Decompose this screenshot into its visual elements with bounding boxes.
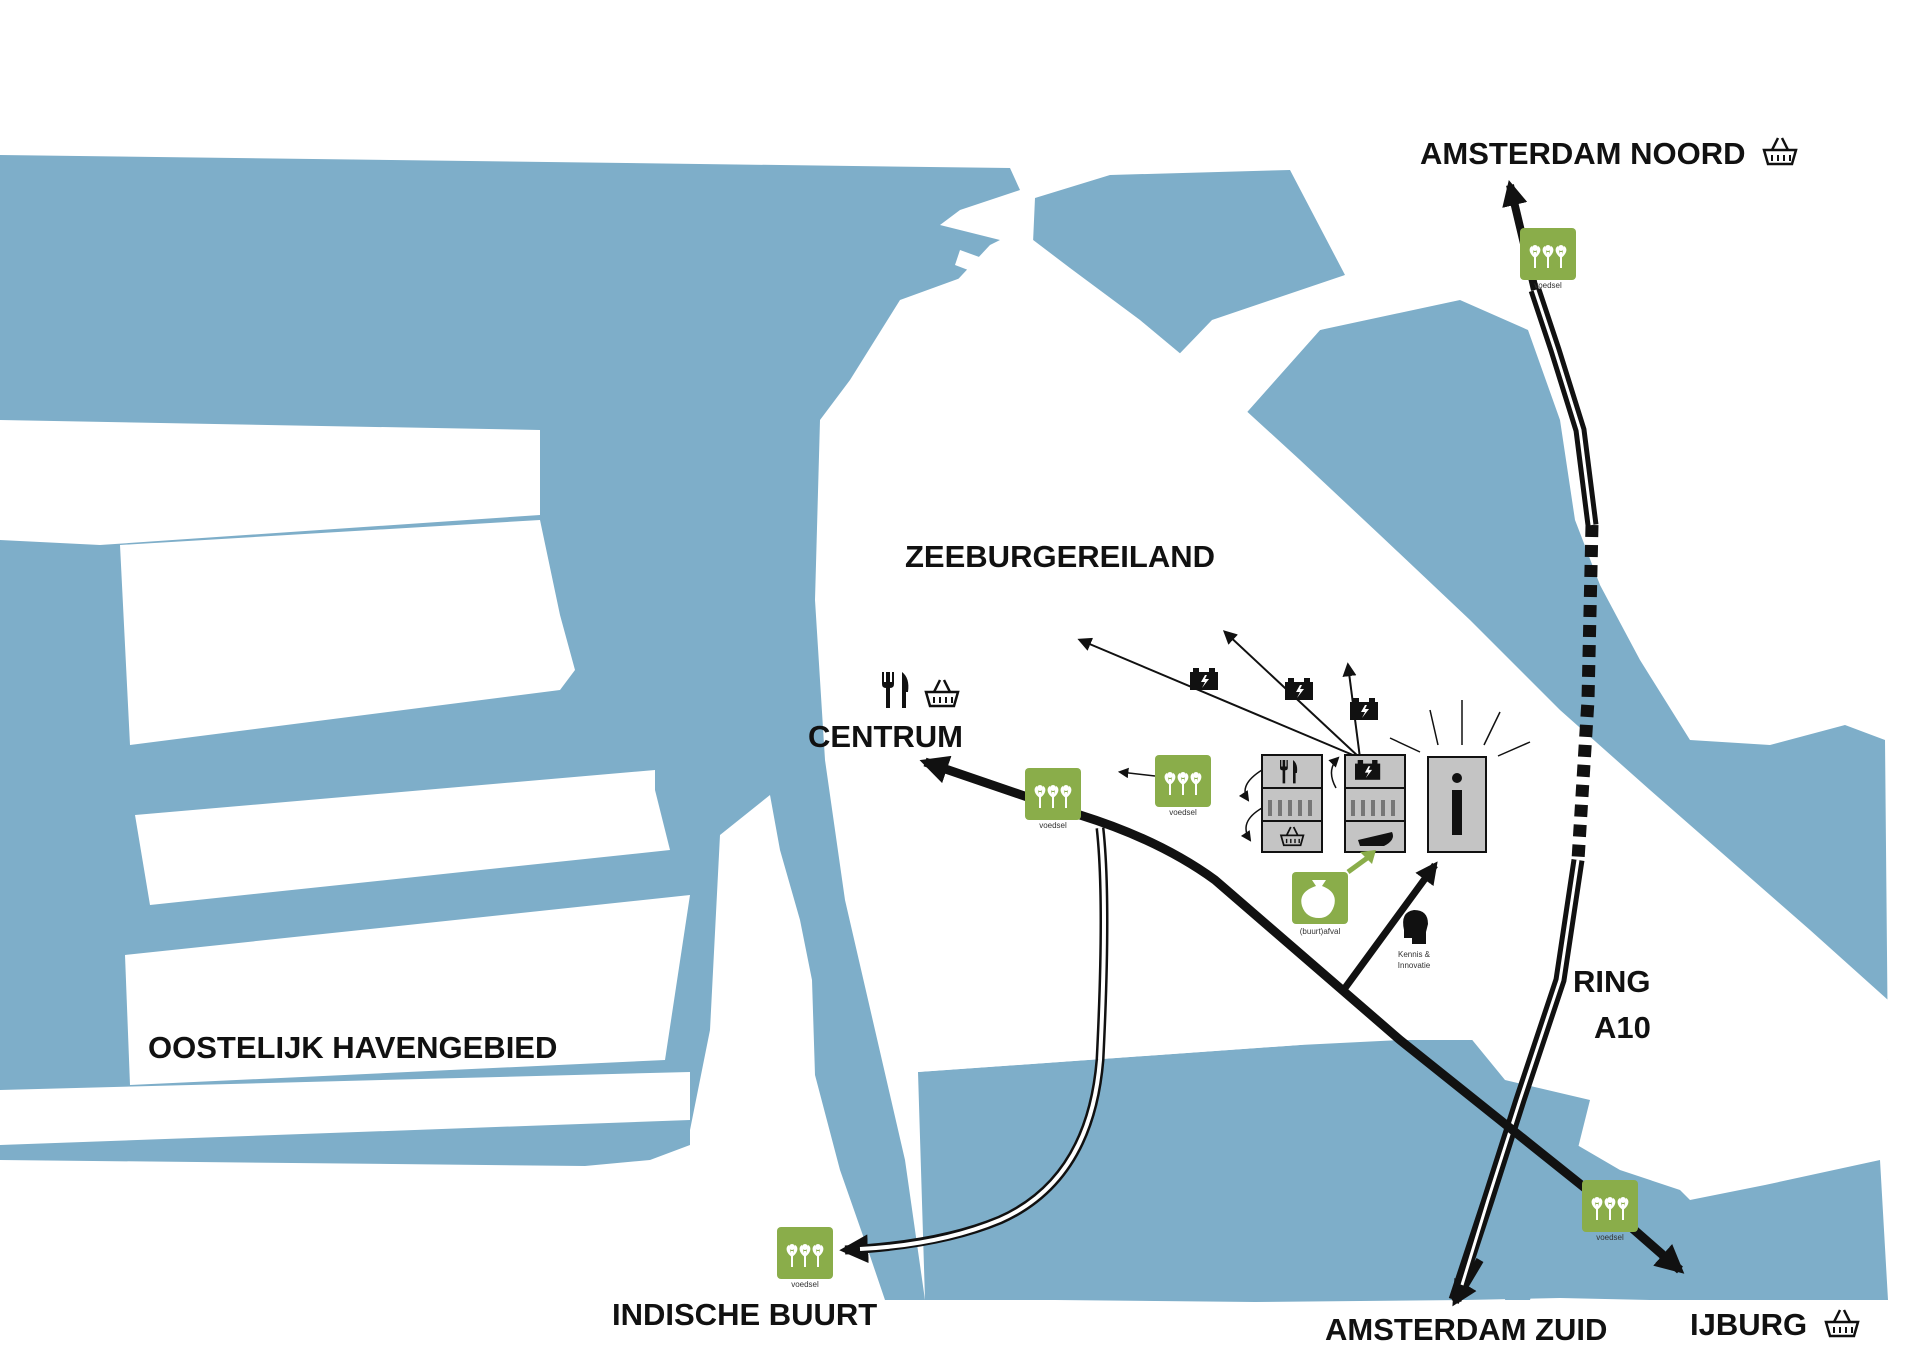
badge-caption: (buurt)afval <box>1300 927 1341 936</box>
pier-5 <box>0 1072 690 1145</box>
pier-2 <box>120 520 575 745</box>
badge-caption: voedsel <box>1039 821 1067 830</box>
hub-panel-food <box>1238 754 1340 853</box>
plant-sprouts-icon <box>1582 1180 1638 1232</box>
kennis-innovatie: Kennis & Innovatie <box>1398 910 1431 970</box>
label-ring-1: RING <box>1573 964 1651 999</box>
plant-sprouts-icon <box>1025 768 1081 820</box>
waste-badge: (buurt)afval <box>1292 850 1376 936</box>
badge-caption: voedsel <box>1534 281 1562 290</box>
route-kennis <box>1342 861 1438 991</box>
route-indische-buurt <box>859 827 1106 1251</box>
routes <box>839 180 1685 1307</box>
basket-icon <box>1824 1308 1860 1338</box>
badge-caption: voedsel <box>1596 1233 1624 1242</box>
label-oostelijk-havengebied: OOSTELIJK HAVENGEBIED <box>148 1030 557 1065</box>
land-strip-ne <box>1218 270 1455 420</box>
water-south <box>918 1025 1888 1302</box>
badge-caption: voedsel <box>1169 808 1197 817</box>
kennis-caption-2: Innovatie <box>1398 961 1431 970</box>
pier-1 <box>0 420 540 545</box>
label-amsterdam-noord: AMSTERDAM NOORD <box>1420 136 1746 171</box>
plant-sprouts-icon <box>777 1227 833 1279</box>
label-centrum: CENTRUM <box>808 719 963 754</box>
head-icon <box>1403 910 1428 944</box>
land-areas <box>0 230 1888 1145</box>
basket-icon <box>1762 136 1798 166</box>
waste-bag-icon <box>1301 880 1335 918</box>
water-channel-south <box>1505 1080 1590 1300</box>
place-labels: AMSTERDAM NOORD ZEEBURGEREILAND CENTRUM … <box>148 136 1807 1347</box>
plant-sprouts-icon <box>1520 228 1576 280</box>
pier-4 <box>125 895 690 1085</box>
ring-a10-tunnel <box>1571 524 1599 861</box>
label-zeeburgereiland: ZEEBURGEREILAND <box>905 539 1215 574</box>
pier-3 <box>135 770 670 905</box>
label-amsterdam-zuid: AMSTERDAM ZUID <box>1325 1312 1607 1347</box>
zeeburgereiland-land <box>825 230 1888 1072</box>
kennis-caption-1: Kennis & <box>1398 950 1431 959</box>
label-indische-buurt: INDISCHE BUURT <box>612 1297 877 1332</box>
route-centrum-ijburg <box>1078 810 1685 1274</box>
vacuum-icon <box>1358 832 1393 846</box>
info-point <box>1427 756 1487 853</box>
label-ring-2: A10 <box>1594 1010 1651 1045</box>
hub-panel-energy <box>1344 754 1406 853</box>
label-ijburg: IJBURG <box>1690 1307 1807 1342</box>
badge-caption: voedsel <box>791 1280 819 1289</box>
plant-sprouts-icon <box>1155 755 1211 807</box>
